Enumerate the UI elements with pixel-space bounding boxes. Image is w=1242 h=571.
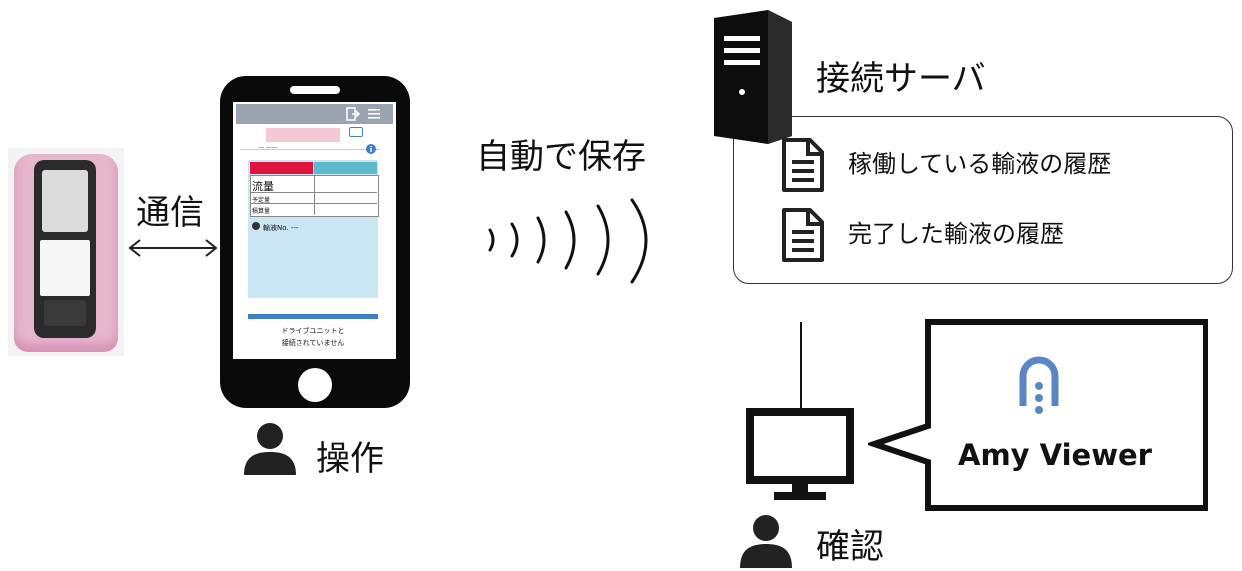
amy-logo-icon — [1019, 356, 1059, 414]
info-icon[interactable] — [366, 144, 376, 154]
status-line-1: ドライブユニットと — [281, 327, 345, 335]
user-icon — [740, 515, 792, 568]
completed-history-label: 完了した輸液の履歴 — [848, 220, 1064, 248]
document-icon — [782, 208, 824, 262]
total-volume-label: 積算量 — [252, 208, 271, 215]
app-table-divider — [314, 175, 315, 215]
app-table-line — [250, 203, 377, 204]
server-label: 接続サーバ — [816, 59, 986, 99]
app-pink-status-strip — [266, 128, 340, 142]
app-teal-header-cell — [314, 162, 377, 174]
infusion-device-screen — [42, 170, 88, 232]
app-table-line — [250, 192, 377, 193]
patient-number-field: — —— — [258, 144, 278, 151]
app-divider — [240, 149, 380, 150]
monitor-icon — [746, 408, 854, 500]
battery-icon — [349, 127, 363, 137]
phone-speaker — [290, 86, 340, 94]
app-header — [236, 104, 393, 124]
confirm-label: 確認 — [816, 527, 884, 567]
document-icon — [782, 138, 824, 192]
phone-home-button[interactable] — [298, 368, 332, 402]
logout-icon[interactable] — [346, 106, 360, 122]
active-history-label: 稼働している輸液の履歴 — [848, 150, 1112, 178]
infusion-number-label: 輸液No. --- — [263, 224, 299, 232]
bidirectional-arrow-icon — [128, 239, 218, 257]
menu-icon[interactable] — [368, 107, 380, 121]
planned-volume-label: 予定量 — [252, 197, 271, 204]
flow-rate-label: 流量 — [252, 180, 274, 193]
operation-label: 操作 — [316, 439, 384, 479]
auto-save-label: 自動で保存 — [476, 137, 646, 177]
viewer-name-label: Amy Viewer — [958, 438, 1152, 472]
wireless-waves-icon — [488, 198, 648, 284]
app-connection-bar — [248, 314, 378, 319]
infusion-device-foot — [44, 300, 86, 326]
app-red-header-cell — [250, 162, 313, 174]
user-icon — [244, 423, 296, 475]
server-icon — [714, 10, 792, 144]
viewer-speech-bubble — [868, 319, 1208, 511]
connector-line — [800, 322, 802, 410]
infusion-device-panel — [40, 240, 90, 296]
alarm-indicator-icon — [252, 222, 260, 230]
communication-label: 通信 — [136, 193, 204, 233]
status-line-2: 接続されていません — [281, 339, 345, 347]
